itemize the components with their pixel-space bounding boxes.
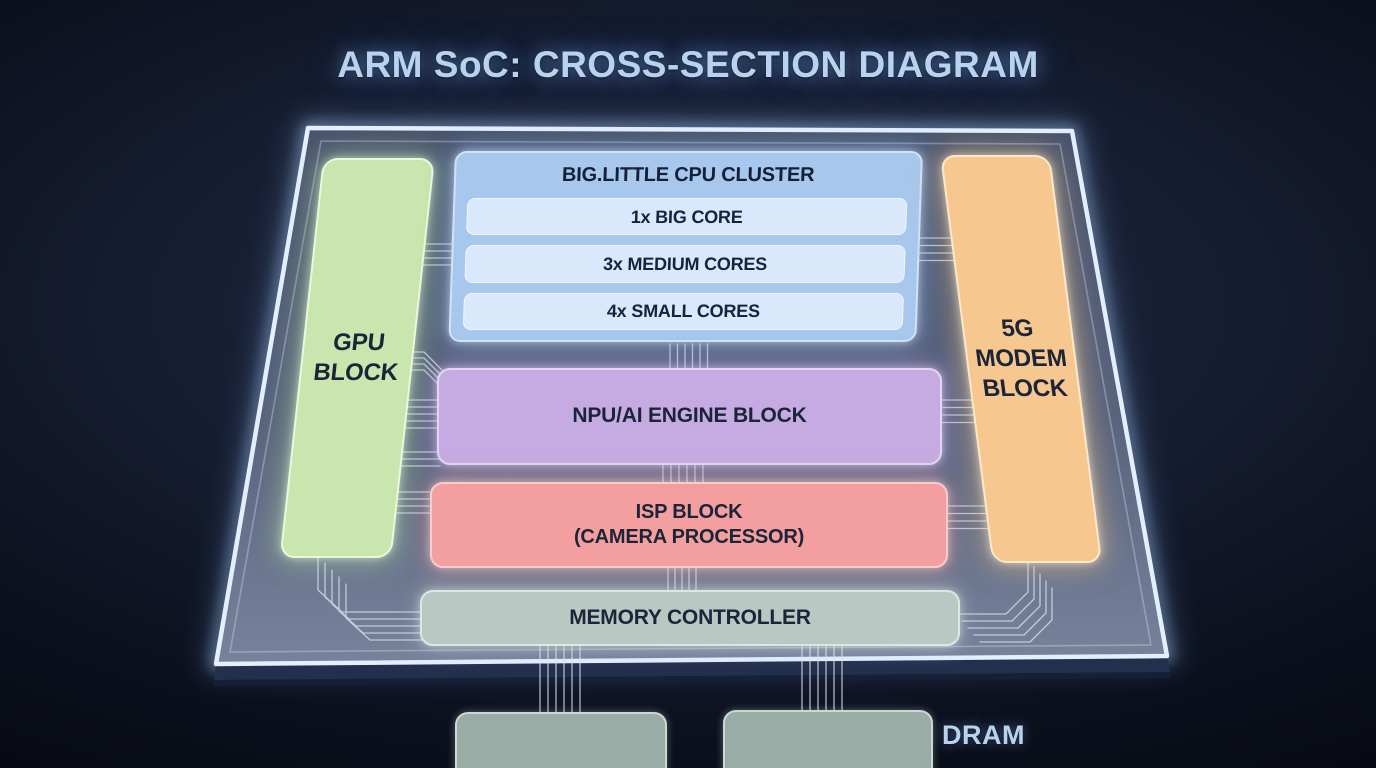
memory-controller-block: MEMORY CONTROLLER bbox=[420, 590, 960, 646]
memory-controller-label: MEMORY CONTROLLER bbox=[569, 605, 811, 629]
chip-inner-outline bbox=[229, 140, 1152, 653]
isp-block: ISP BLOCK (CAMERA PROCESSOR) bbox=[430, 482, 948, 568]
npu-block: NPU/AI ENGINE BLOCK bbox=[437, 368, 942, 465]
dram-chip-left bbox=[455, 712, 667, 768]
modem-block-label: 5G MODEM BLOCK bbox=[973, 315, 1069, 402]
diagram-title: ARM SoC: CROSS-SECTION DIAGRAM bbox=[337, 44, 1039, 85]
dram-chip-right bbox=[723, 710, 933, 768]
gpu-block-label: GPU BLOCK bbox=[312, 329, 400, 386]
cpu-cluster-block: BIG.LITTLE CPU CLUSTER 1x BIG CORE 3x ME… bbox=[448, 151, 923, 342]
cpu-core-row-medium: 3x MEDIUM CORES bbox=[464, 245, 906, 283]
isp-block-label-line1: ISP BLOCK bbox=[635, 501, 743, 523]
cpu-core-row-small: 4x SMALL CORES bbox=[462, 292, 905, 330]
chip-outline bbox=[213, 125, 1170, 667]
isp-block-label-line2: (CAMERA PROCESSOR) bbox=[573, 526, 805, 548]
npu-block-label: NPU/AI ENGINE BLOCK bbox=[572, 404, 807, 428]
chip-edge-shadow bbox=[213, 672, 1171, 686]
cpu-core-row-big: 1x BIG CORE bbox=[466, 198, 908, 236]
dram-label: DRAM bbox=[942, 720, 1025, 750]
cpu-cluster-title: BIG.LITTLE CPU CLUSTER bbox=[561, 164, 815, 187]
